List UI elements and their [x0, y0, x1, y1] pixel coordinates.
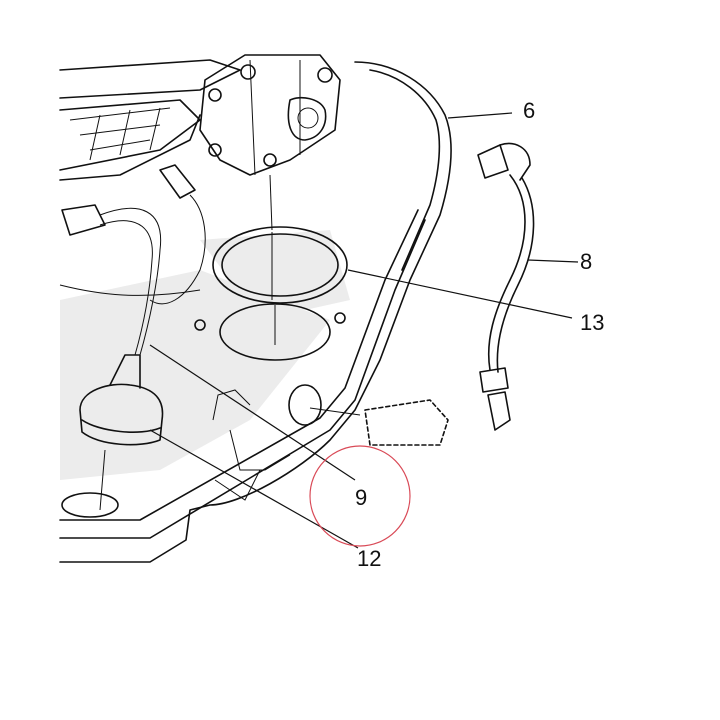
hose-part-8 — [477, 142, 535, 431]
tank-housing — [59, 61, 452, 563]
frame-bracket — [59, 59, 241, 181]
leader-13 — [347, 269, 573, 319]
leader-6 — [447, 112, 513, 119]
leader-12 — [149, 429, 359, 549]
tank-opening — [194, 303, 346, 361]
leader-8 — [527, 259, 579, 263]
leader-9 — [149, 344, 356, 481]
fuel-pump-assembly — [199, 54, 341, 231]
callout-6: 6 — [523, 98, 535, 123]
callout-13: 13 — [580, 310, 604, 335]
callout-12: 12 — [357, 546, 381, 571]
grommet-12 — [61, 354, 164, 518]
callout-8: 8 — [580, 249, 592, 274]
highlight-circle — [309, 445, 411, 547]
callout-9: 9 — [355, 485, 367, 510]
wiring-harness — [59, 164, 206, 356]
gasket-ring-13 — [212, 226, 348, 304]
leader-lines — [149, 112, 579, 549]
drain-fitting — [288, 384, 449, 446]
